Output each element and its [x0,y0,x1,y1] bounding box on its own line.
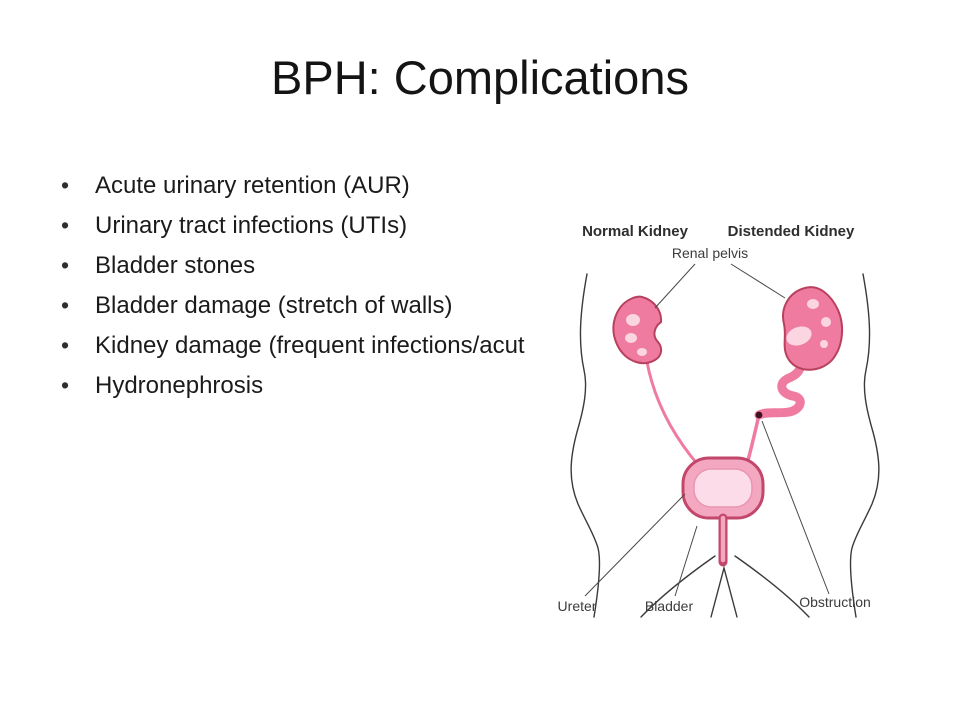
bullet-item: Urinary tract infections (UTIs) [58,211,918,240]
ureter-label: Ureter [558,598,597,614]
body-outline [570,273,880,618]
anatomy-diagram-svg: Normal Kidney Distended Kidney Renal pel… [558,223,880,618]
bladder-pointer [674,525,698,597]
bullet-text: Bladder damage (stretch of walls) [95,292,453,319]
dilated-ureter-shape [754,349,805,420]
bullet-item: Kidney damage (frequent infections/acut [58,331,918,360]
bullet-text: Urinary tract infections (UTIs) [95,212,408,239]
kidney-diagram: Normal Kidney Distended Kidney Renal pel… [543,212,907,620]
bullet-item: Bladder damage (stretch of walls) [58,291,918,320]
renal-pelvis-label: Renal pelvis [672,245,748,261]
slide-title: BPH: Complications [271,51,689,104]
obstruction-dot [755,411,763,419]
bullet-item: Acute urinary retention (AUR) [58,171,918,200]
pointer-lines [584,263,830,597]
bullet-text: Hydronephrosis [95,372,264,399]
bullet-text: Kidney damage (frequent infections/acut [95,332,525,359]
bullet-text: Bladder stones [95,252,256,279]
distended-kidney-shape [782,286,844,371]
renal-pelvis-right-pointer [730,263,786,299]
bullet-item: Bladder stones [58,251,918,280]
normal-kidney-shape [612,295,663,365]
bladder-label: Bladder [645,598,694,614]
bullet-list: Acute urinary retention (AUR) Urinary tr… [58,171,918,412]
bullet-item: Hydronephrosis [58,371,918,400]
obstruction-label: Obstruction [799,594,871,610]
normal-kidney-label: Normal Kidney [582,223,689,240]
bladder-shape [681,456,765,567]
ureter-pointer [584,493,686,597]
dilated-ureter-lower-shape [745,413,761,466]
obstruction-pointer [761,420,830,595]
distended-kidney-label: Distended Kidney [728,223,855,240]
renal-pelvis-left-pointer [654,263,696,309]
bullet-text: Acute urinary retention (AUR) [95,172,410,199]
